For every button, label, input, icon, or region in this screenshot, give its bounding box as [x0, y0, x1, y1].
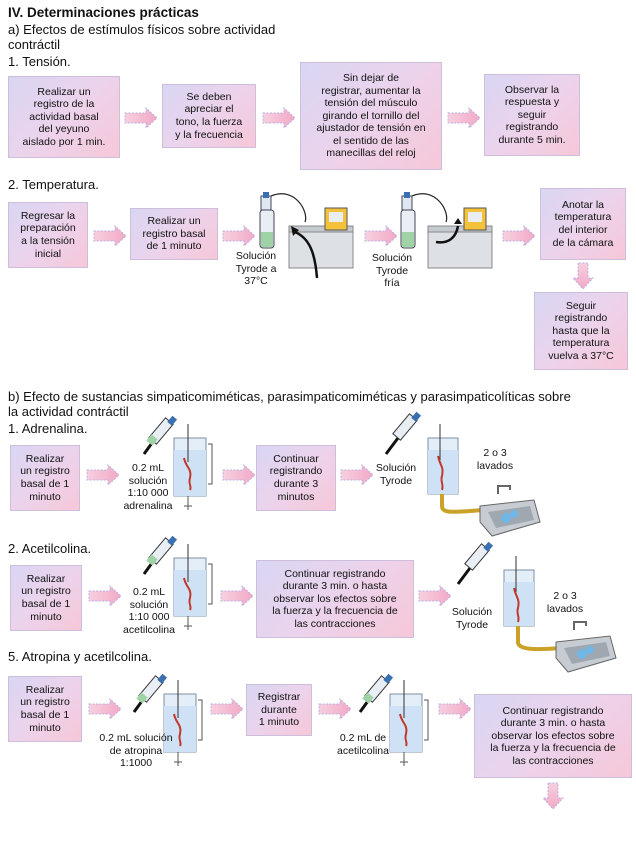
acetilcolina-step-2: Continuar registrando durante 3 min. o h…	[256, 560, 414, 638]
water-bath-cold-illustration	[400, 192, 493, 269]
arrow-right	[124, 107, 158, 129]
arrow-right	[318, 698, 352, 720]
arrow-right	[340, 464, 374, 486]
atropina-title: 5. Atropina y acetilcolina.	[8, 649, 152, 664]
acetilcolina-wash-label: Solución Tyrode	[451, 606, 493, 631]
temperatura-title: 2. Temperatura.	[8, 177, 99, 192]
adrenalina-step-1: Realizar un registro basal de 1 minuto	[10, 445, 80, 511]
acetilcolina-title: 2. Acetilcolina.	[8, 541, 92, 556]
arrow-right	[88, 585, 122, 607]
organ-bath-atropina-illustration	[132, 673, 203, 766]
part-b-title-line1: b) Efecto de sustancias simpaticomimétic…	[8, 389, 571, 404]
atropina-step-3: Continuar registrando durante 3 min. o h…	[474, 694, 632, 778]
adrenalina-step-2: Continuar registrando durante 3 minutos	[256, 445, 336, 511]
adrenalina-title: 1. Adrenalina.	[8, 421, 88, 436]
arrow-right	[222, 464, 256, 486]
section-title: IV. Determinaciones prácticas	[8, 5, 199, 20]
tension-title: 1. Tensión.	[8, 54, 71, 69]
acetilcolina-step-1: Realizar un registro basal de 1 minuto	[10, 565, 82, 631]
atropina-dose1-label: 0.2 mL solución de atropina 1:1000	[99, 732, 173, 770]
arrow-right	[502, 225, 536, 247]
adrenalina-dose-label: 0.2 mL solución 1:10 000 adrenalina	[123, 462, 173, 512]
arrow-right	[88, 698, 122, 720]
arrow-right	[438, 698, 472, 720]
arrow-right	[447, 107, 481, 129]
atropina-dose2-label: 0.2 mL de acetilcolina	[337, 732, 389, 757]
organ-bath-acetilcolina-illustration	[142, 535, 213, 630]
acetilcolina-dose-label: 0.2 mL solución 1:10 000 acetilcolina	[123, 586, 175, 636]
atropina-step-2: Registrar durante 1 minuto	[246, 684, 312, 736]
arrow-right	[210, 698, 244, 720]
tension-step-2: Se deben apreciar el tono, la fuerza y l…	[162, 84, 256, 148]
arrow-right	[222, 225, 256, 247]
adrenalina-wash-label: Solución Tyrode	[375, 462, 417, 487]
label-tyrode-cold: Solución Tyrode fría	[371, 252, 413, 290]
arrow-down	[572, 262, 594, 290]
tension-step-4: Observar la respuesta y seguir registran…	[484, 74, 580, 156]
atropina-step-1: Realizar un registro basal de 1 minuto	[8, 676, 82, 742]
arrow-down	[542, 782, 564, 810]
arrow-right	[86, 464, 120, 486]
temperatura-step-4: Seguir registrando hasta que la temperat…	[534, 292, 628, 370]
acetilcolina-lavados-label: 2 o 3 lavados	[546, 590, 584, 615]
temperatura-step-1: Regresar la preparación a la tensión ini…	[8, 202, 88, 268]
tension-step-1: Realizar un registro de la actividad bas…	[8, 76, 120, 158]
adrenalina-lavados-label: 2 o 3 lavados	[476, 447, 514, 472]
tension-step-3: Sin dejar de registrar, aumentar la tens…	[300, 62, 442, 170]
part-a-title-line1: a) Efectos de estímulos físicos sobre ac…	[8, 22, 276, 37]
temperatura-step-3: Anotar la temperatura del interior de la…	[540, 188, 626, 260]
organ-bath-acetilcolina2-illustration	[358, 673, 429, 766]
organ-bath-wash-illustration	[456, 541, 617, 673]
arrow-right	[262, 107, 296, 129]
part-a-title-line2: contráctil	[8, 37, 61, 52]
arrow-right	[364, 225, 398, 247]
organ-bath-adrenalina-illustration	[142, 415, 213, 510]
arrow-right	[418, 585, 452, 607]
part-b-title-line2: la actividad contráctil	[8, 404, 129, 419]
label-tyrode-warm: Solución Tyrode a 37°C	[235, 250, 277, 288]
temperatura-step-2: Realizar un registro basal de 1 minuto	[130, 208, 218, 260]
arrow-right	[220, 585, 254, 607]
arrow-right	[93, 225, 127, 247]
water-bath-warm-illustration	[259, 192, 354, 279]
organ-bath-wash-illustration	[384, 411, 541, 537]
